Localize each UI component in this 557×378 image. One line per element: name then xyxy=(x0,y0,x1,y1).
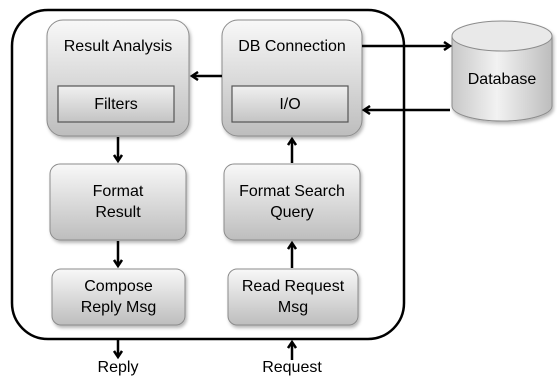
read-request-label: Read Request Msg xyxy=(241,278,345,316)
filters-box xyxy=(57,85,175,123)
database-label: Database xyxy=(467,70,537,88)
db-connection-title: DB Connection xyxy=(238,37,346,55)
compose-reply-label: Compose Reply Msg xyxy=(80,278,157,316)
database-cylinder xyxy=(451,20,553,122)
io-label: I/O xyxy=(279,95,301,113)
format-search-query-box xyxy=(223,163,361,241)
io-box xyxy=(231,85,349,123)
read-request-box xyxy=(227,268,359,326)
format-result-box xyxy=(49,163,187,241)
compose-reply-box xyxy=(51,268,186,326)
reply-label: Reply xyxy=(97,358,139,376)
request-label: Request xyxy=(262,358,322,376)
format-result-label: Format Result xyxy=(92,183,144,221)
result-analysis-title: Result Analysis xyxy=(63,37,173,55)
filters-label: Filters xyxy=(94,95,138,113)
format-search-query-label: Format Search Query xyxy=(239,183,345,221)
